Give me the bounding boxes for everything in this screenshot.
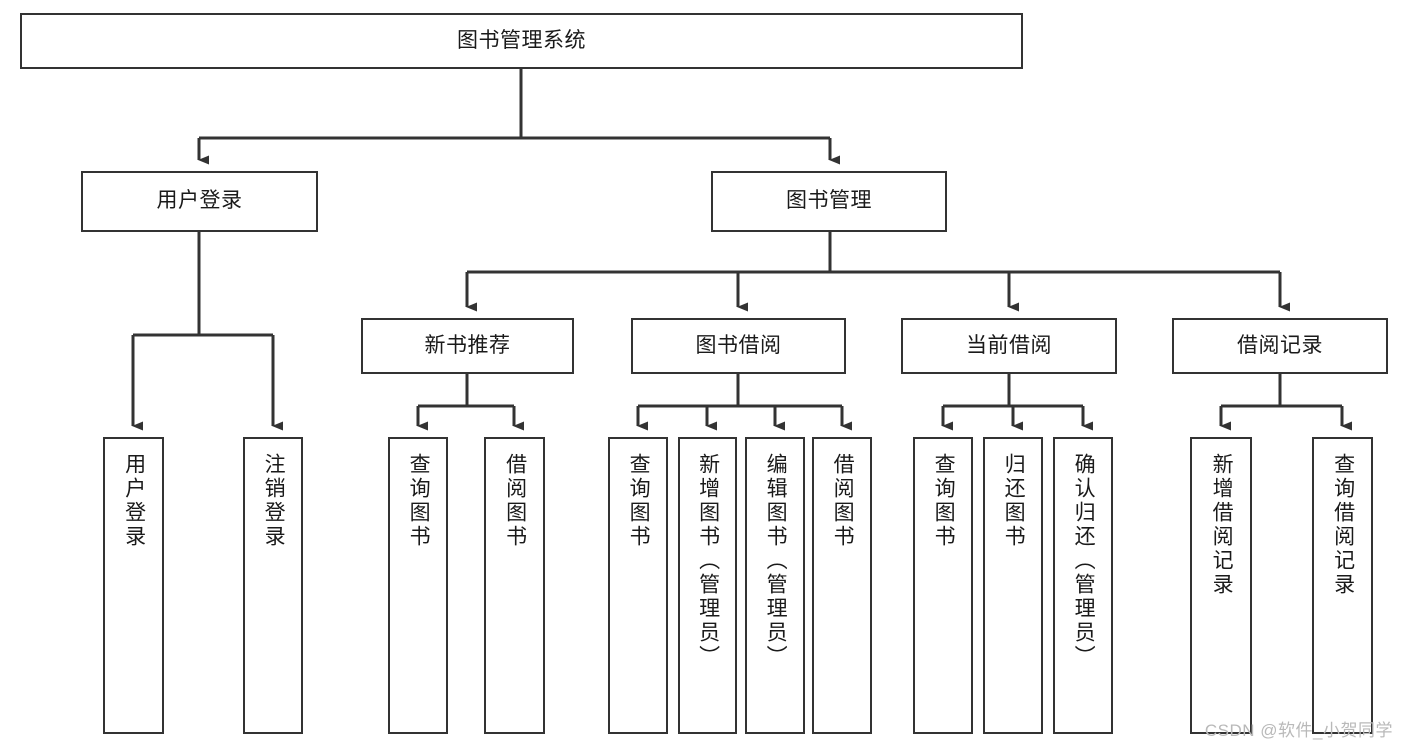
node-leaf-query-book-borrow[interactable]: 查询图书 bbox=[608, 437, 668, 734]
node-leaf-label: 查询借阅记录 bbox=[1331, 453, 1355, 597]
node-leaf-query-borrow-record[interactable]: 查询借阅记录 bbox=[1312, 437, 1373, 734]
node-leaf-borrow-book[interactable]: 借阅图书 bbox=[812, 437, 872, 734]
node-leaf-query-book-current[interactable]: 查询图书 bbox=[913, 437, 973, 734]
node-user-login[interactable]: 用户登录 bbox=[81, 171, 318, 232]
node-leaf-query-book-newbook[interactable]: 查询图书 bbox=[388, 437, 448, 734]
node-leaf-user-login[interactable]: 用户登录 bbox=[103, 437, 164, 734]
node-leaf-return-book[interactable]: 归还图书 bbox=[983, 437, 1043, 734]
node-leaf-label: 查询图书 bbox=[627, 453, 651, 549]
node-leaf-label: 用户登录 bbox=[122, 453, 146, 549]
node-leaf-label: 借阅图书 bbox=[503, 453, 527, 549]
node-leaf-add-borrow-record[interactable]: 新增借阅记录 bbox=[1190, 437, 1252, 734]
node-leaf-add-book-admin[interactable]: 新增图书（管理员） bbox=[678, 437, 737, 734]
node-current-borrow[interactable]: 当前借阅 bbox=[901, 318, 1117, 374]
node-leaf-borrow-book-newbook[interactable]: 借阅图书 bbox=[484, 437, 545, 734]
node-leaf-label: 查询图书 bbox=[932, 453, 956, 549]
node-book-management[interactable]: 图书管理 bbox=[711, 171, 947, 232]
node-book-borrow-label: 图书借阅 bbox=[695, 333, 782, 357]
node-leaf-logout[interactable]: 注销登录 bbox=[243, 437, 303, 734]
node-leaf-confirm-return-admin[interactable]: 确认归还（管理员） bbox=[1053, 437, 1113, 734]
node-root-label: 图书管理系统 bbox=[457, 28, 586, 52]
node-root-system[interactable]: 图书管理系统 bbox=[20, 13, 1023, 69]
node-leaf-label: 借阅图书 bbox=[831, 453, 855, 549]
node-leaf-label: 归还图书 bbox=[1002, 453, 1026, 549]
node-new-book-recommend-label: 新书推荐 bbox=[424, 333, 511, 357]
node-current-borrow-label: 当前借阅 bbox=[966, 333, 1052, 357]
node-leaf-label: 查询图书 bbox=[407, 453, 431, 549]
node-leaf-label: 新增借阅记录 bbox=[1210, 453, 1234, 597]
node-leaf-label: 注销登录 bbox=[262, 453, 286, 549]
node-leaf-edit-book-admin[interactable]: 编辑图书（管理员） bbox=[745, 437, 805, 734]
node-borrow-records[interactable]: 借阅记录 bbox=[1172, 318, 1388, 374]
node-leaf-label: 新增图书（管理员） bbox=[696, 453, 720, 669]
node-book-borrow[interactable]: 图书借阅 bbox=[631, 318, 846, 374]
node-leaf-label: 编辑图书（管理员） bbox=[764, 453, 788, 669]
node-borrow-records-label: 借阅记录 bbox=[1237, 333, 1323, 357]
node-new-book-recommend[interactable]: 新书推荐 bbox=[361, 318, 574, 374]
node-book-management-label: 图书管理 bbox=[786, 189, 872, 213]
node-leaf-label: 确认归还（管理员） bbox=[1072, 453, 1096, 669]
node-user-login-label: 用户登录 bbox=[156, 189, 243, 213]
